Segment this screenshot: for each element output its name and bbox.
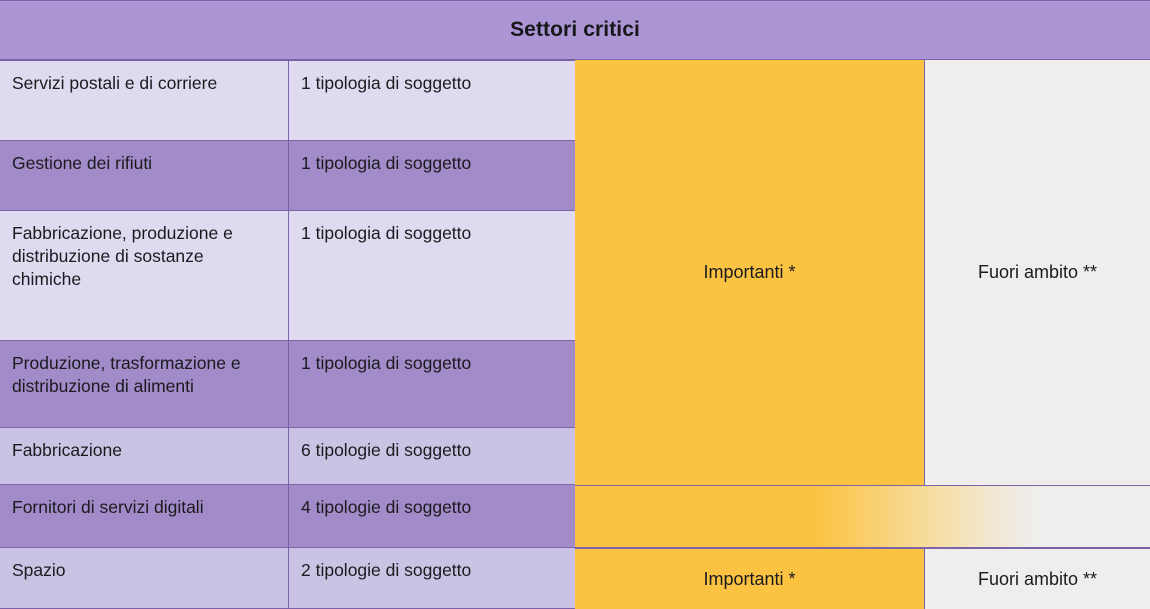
- table-row: Fabbricazione 6 tipologie di soggetto: [0, 428, 575, 485]
- sector-name-cell: Produzione, trasformazione e distribuzio…: [0, 341, 289, 427]
- entity-count-cell: 1 tipologia di soggetto: [301, 73, 472, 93]
- entity-count-cell: 2 tipologie di soggetto: [301, 560, 472, 580]
- classification-block-gradient-digital-providers: [575, 485, 1150, 548]
- classification-block-important-critical: Importanti *: [575, 60, 925, 485]
- entity-count-cell: 1 tipologia di soggetto: [301, 353, 472, 373]
- entity-count-cell: 4 tipologie di soggetto: [301, 497, 472, 517]
- table-row: Gestione dei rifiuti 1 tipologia di sogge…: [0, 141, 575, 211]
- sector-name-cell: Servizi postali e di corriere: [0, 61, 289, 140]
- table-row: Fabbricazione, produzione e distribuzion…: [0, 211, 575, 341]
- sector-name-cell: Fornitori di servizi digitali: [0, 485, 289, 547]
- table-row: Servizi postali e di corriere 1 tipologia…: [0, 60, 575, 141]
- classification-block-out-of-scope-critical: Fuori ambito **: [925, 60, 1150, 485]
- table-row: Produzione, trasformazione e distribuzio…: [0, 341, 575, 428]
- sector-name-cell: Spazio: [0, 548, 289, 608]
- classification-block-out-of-scope-space: Fuori ambito **: [925, 548, 1150, 609]
- entity-count-cell: 1 tipologia di soggetto: [301, 153, 472, 173]
- entity-count-cell: 6 tipologie di soggetto: [301, 440, 472, 460]
- sector-name-cell: Gestione dei rifiuti: [0, 141, 289, 210]
- sector-name-cell: Fabbricazione, produzione e distribuzion…: [0, 211, 289, 340]
- page-title: Settori critici: [510, 18, 640, 41]
- classification-block-important-space: Importanti *: [575, 548, 925, 609]
- sector-name-cell: Fabbricazione: [0, 428, 289, 484]
- table-row: Fornitori di servizi digitali 4 tipologie…: [0, 485, 575, 548]
- entity-count-cell: 1 tipologia di soggetto: [301, 223, 472, 243]
- table-header-band: Settori critici: [0, 0, 1150, 60]
- table-row: Spazio 2 tipologie di soggetto: [0, 548, 575, 609]
